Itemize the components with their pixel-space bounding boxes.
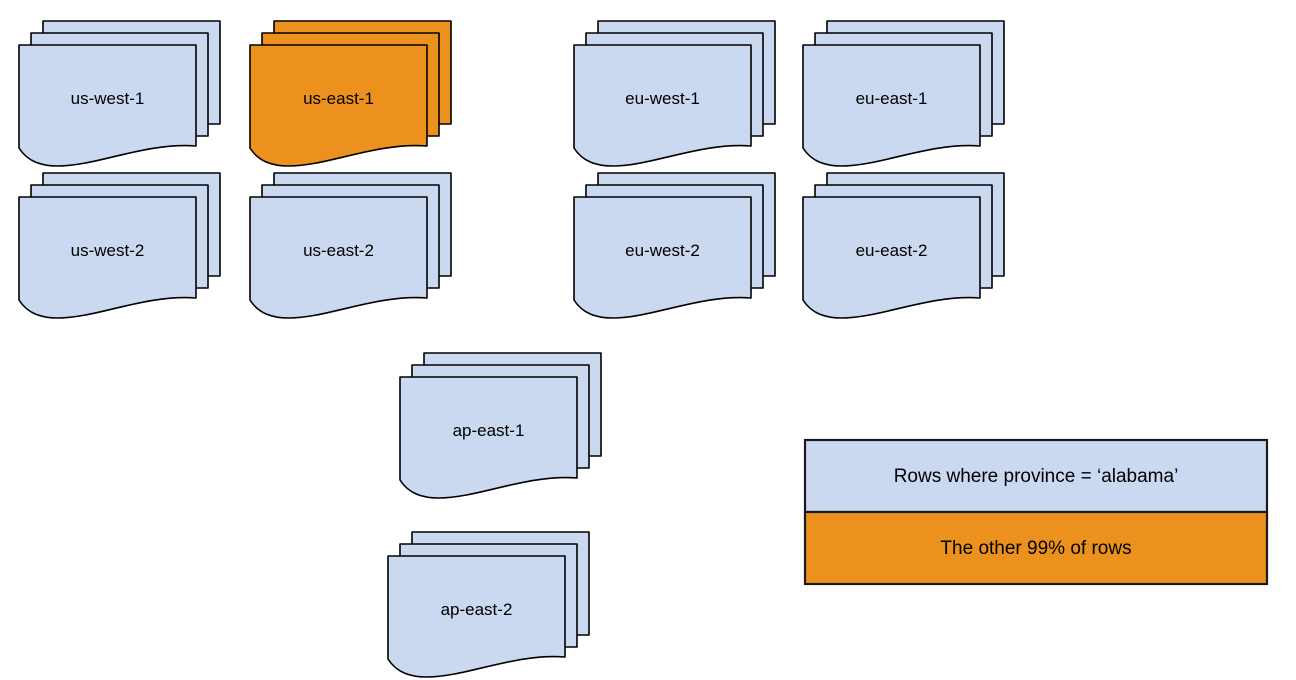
document-stack-us-west-2[interactable]: us-west-2 (18, 172, 221, 319)
stack-sheet-front (249, 44, 428, 167)
document-stack-us-east-1[interactable]: us-east-1 (249, 20, 452, 167)
document-stack-eu-east-1[interactable]: eu-east-1 (802, 20, 1005, 167)
document-stack-us-west-1[interactable]: us-west-1 (18, 20, 221, 167)
stack-sheet-front (573, 44, 752, 167)
legend-swatch-rows-other-99 (803, 510, 1269, 586)
stack-sheet-front (802, 196, 981, 319)
stack-sheet-front (387, 555, 566, 678)
document-stack-ap-east-2[interactable]: ap-east-2 (387, 531, 590, 678)
stack-sheet-front (802, 44, 981, 167)
stack-sheet-front (18, 44, 197, 167)
document-stack-eu-west-1[interactable]: eu-west-1 (573, 20, 776, 167)
document-stack-eu-west-2[interactable]: eu-west-2 (573, 172, 776, 319)
legend: Rows where province = ‘alabama’The other… (803, 438, 1269, 586)
stack-sheet-front (399, 376, 578, 499)
legend-swatch-rows-alabama (803, 438, 1269, 514)
stack-sheet-front (18, 196, 197, 319)
document-stack-ap-east-1[interactable]: ap-east-1 (399, 352, 602, 499)
stack-sheet-front (573, 196, 752, 319)
document-stack-eu-east-2[interactable]: eu-east-2 (802, 172, 1005, 319)
document-stack-us-east-2[interactable]: us-east-2 (249, 172, 452, 319)
stack-sheet-front (249, 196, 428, 319)
